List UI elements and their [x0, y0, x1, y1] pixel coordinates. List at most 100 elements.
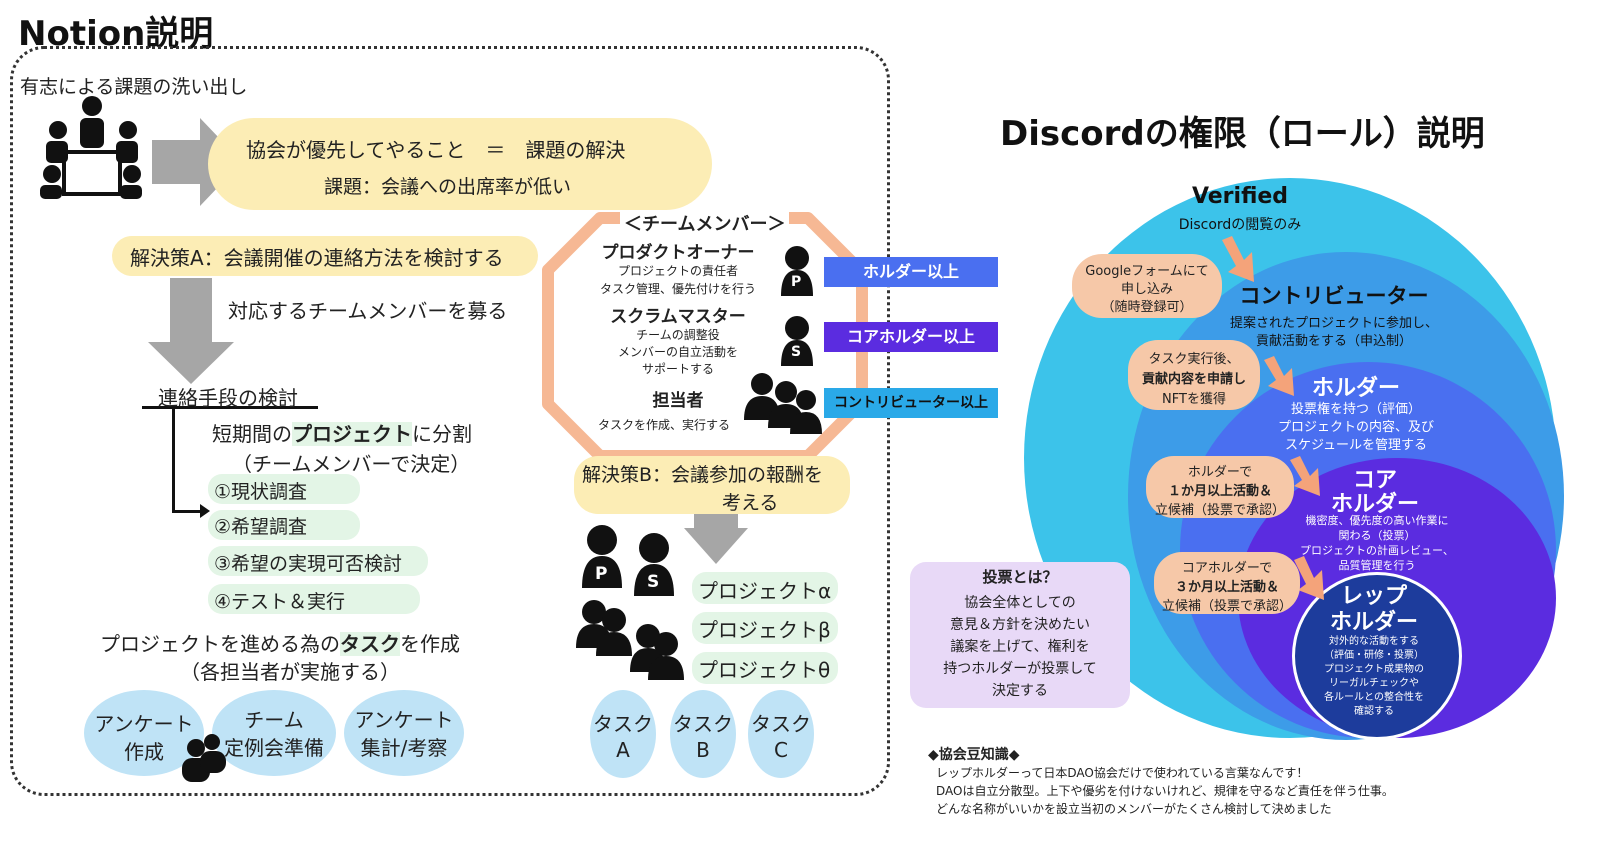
split-pre: 短期間の: [212, 422, 292, 446]
solution-b-line2: 考える: [722, 492, 779, 514]
google-form-l3: （随時登録可）: [1101, 300, 1193, 315]
vote-desc-5: 決定する: [992, 683, 1048, 699]
holder-req-l3: 立候補（投票で承認）: [1154, 503, 1285, 518]
member-scrum-d2: メンバーの自立活動を: [617, 345, 738, 359]
task-line2: （各担当者が実施する）: [180, 660, 400, 684]
solution-b-line1: 解決策B：会議参加の報酬を: [582, 464, 824, 486]
step-1: [208, 474, 360, 504]
task-pre: プロジェクトを進める為の: [100, 632, 340, 656]
contributor-desc-2: 貢献活動をする（申込制）: [1255, 334, 1412, 349]
step-2-text: ②希望調査: [214, 516, 308, 538]
rep-desc-1: 対外的な活動をする: [1329, 636, 1419, 647]
holder-req-l1: ホルダーで: [1187, 465, 1253, 480]
split-line2: （チームメンバーで決定）: [232, 452, 471, 476]
core-title-2: ホルダー: [1330, 492, 1419, 517]
vote-desc-1: 協会全体としての: [964, 595, 1076, 611]
member-assignee-title: 担当者: [652, 391, 704, 411]
split-line1: 短期間のプロジェクトに分割: [212, 418, 472, 447]
verified-desc: Discordの閲覧のみ: [1178, 217, 1302, 233]
holder-desc-1: 投票権を持つ（評価）: [1290, 402, 1421, 417]
trivia-line-1: レップホルダーって日本DAO協会だけで使われている言葉なんです！: [936, 766, 1309, 780]
task-bold: タスク: [340, 632, 400, 656]
core-desc-1: 機密度、優先度の高い作業に: [1305, 514, 1449, 527]
task-blob-1-l2: 作成: [124, 740, 164, 764]
rep-desc-5: 各ルールとの整合性を: [1324, 692, 1424, 703]
task-a-l1: タスク: [593, 712, 653, 736]
priority-pill: [208, 118, 712, 210]
task-blob-3-l1: アンケート: [354, 708, 454, 732]
task-blob-2-l1: チーム: [244, 708, 304, 732]
step-3: [208, 546, 428, 576]
badge-p-right: P: [595, 564, 608, 584]
notion-frame: [10, 46, 890, 796]
rep-holder-oval: [1292, 572, 1462, 740]
contributor-title: コントリビューター: [1239, 284, 1429, 308]
rep-desc-6: 確認する: [1354, 706, 1394, 717]
task-c-l1: タスク: [751, 712, 811, 736]
google-form-l1: Googleフォームにて: [1085, 264, 1209, 279]
priority-line1: 協会が優先してやること ＝ 課題の解決: [246, 138, 626, 162]
core-title-1: コア: [1352, 468, 1397, 493]
role-contributor-plus: コントリビューター以上: [824, 388, 998, 418]
step-3-text: ③希望の実現可否検討: [214, 553, 403, 575]
recruit-label: 対応するチームメンバーを募る: [228, 299, 508, 323]
role-holder-plus: ホルダー以上: [824, 257, 998, 287]
google-form-box: [1072, 254, 1222, 318]
solution-b-pill: [574, 456, 850, 514]
holder-desc-3: スケジュールを管理する: [1284, 438, 1428, 453]
task-blob-3-l2: 集計/考察: [360, 736, 448, 760]
task-line1: プロジェクトを進める為のタスクを作成: [100, 628, 460, 657]
trivia-title: ◆協会豆知識◆: [928, 747, 1020, 763]
member-owner-d1: プロジェクトの責任者: [617, 264, 738, 278]
task-a-l2: A: [616, 738, 630, 762]
task-c-blob: [748, 690, 814, 778]
task-b-l2: B: [696, 738, 710, 762]
rep-title-1: レップ: [1340, 584, 1407, 609]
member-scrum-title: スクラムマスター: [610, 307, 746, 327]
vote-desc-4: 持つホルダーが投票して: [943, 661, 1097, 677]
trivia-line-3: どんな名称がいいかを設立当初のメンバーがたくさん検討して決めました: [936, 802, 1332, 816]
vote-box: [910, 562, 1130, 708]
rep-desc-2: （評価・研修・投票）: [1324, 650, 1424, 661]
core-desc-4: 品質管理を行う: [1338, 559, 1416, 572]
core-req-l1: コアホルダーで: [1181, 561, 1273, 576]
task-post: を作成: [400, 632, 460, 656]
split-bold: プロジェクト: [292, 422, 412, 446]
contributor-desc-1: 提案されたプロジェクトに参加し、: [1229, 316, 1438, 331]
solution-a-text: 解決策A：会議開催の連絡方法を検討する: [130, 246, 504, 270]
rep-desc-4: リーガルチェックや: [1329, 678, 1419, 689]
task-blob-survey-analysis: [344, 690, 464, 776]
task-blob-2-l2: 定例会準備: [224, 736, 324, 760]
member-owner-d2: タスク管理、優先付けを行う: [599, 282, 756, 296]
holder-title: ホルダー: [1311, 376, 1400, 401]
project-alpha-text: プロジェクトα: [698, 579, 832, 603]
project-theta: [692, 652, 838, 684]
verified-title: Verified: [1191, 184, 1289, 209]
contact-method: 連絡手段の検討: [158, 386, 298, 410]
core-req-l2: ３か月以上活動＆: [1174, 580, 1279, 595]
discord-title: Discordの権限（ロール）説明: [1000, 114, 1485, 154]
task-c-l2: C: [774, 738, 788, 762]
team-header: ＜チームメンバー＞: [620, 210, 790, 236]
task-apply-l1: タスク実行後、: [1148, 352, 1240, 367]
task-b-blob: [670, 690, 736, 778]
badge-s-right: S: [647, 572, 660, 592]
holder-req-box: [1146, 456, 1294, 518]
member-scrum-d1: チームの調整役: [636, 328, 720, 342]
holder-req-l2: １か月以上活動＆: [1167, 484, 1272, 499]
vote-desc-2: 意見＆方針を決めたい: [950, 617, 1090, 633]
member-assignee-d1: タスクを作成、実行する: [597, 418, 730, 432]
core-desc-3: プロジェクトの計画レビュー、: [1300, 544, 1454, 557]
task-apply-l3: NFTを獲得: [1162, 392, 1226, 407]
rep-title-2: ホルダー: [1329, 610, 1418, 635]
task-blob-1-l1: アンケート: [94, 712, 194, 736]
badge-s-scrum: S: [791, 344, 802, 360]
solution-a-pill: [112, 236, 538, 276]
holder-desc-2: プロジェクトの内容、及び: [1277, 420, 1434, 435]
core-req-l3: 立候補（投票で承認）: [1161, 599, 1292, 614]
project-beta-text: プロジェクトβ: [698, 618, 831, 642]
google-form-l2: 申し込み: [1120, 282, 1173, 297]
member-scrum-d3: サポートする: [641, 362, 714, 376]
core-desc-2: 関わる（投票）: [1338, 529, 1416, 542]
step-4-text: ④テスト＆実行: [214, 591, 346, 613]
